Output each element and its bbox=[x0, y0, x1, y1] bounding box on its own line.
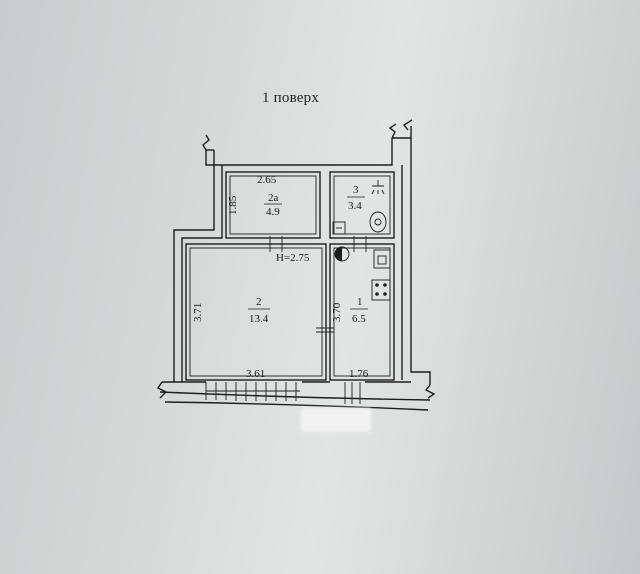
room-3-number: 3 bbox=[353, 184, 359, 196]
kitchen-sink-icon bbox=[373, 249, 391, 269]
room-1 bbox=[329, 236, 395, 381]
outer-walls bbox=[156, 119, 436, 411]
room-1-area: 6.5 bbox=[352, 313, 366, 325]
room-3-area: 3.4 bbox=[348, 200, 362, 212]
room-1-width: 1.76 bbox=[349, 368, 369, 380]
floor-title: 1 поверх bbox=[262, 90, 320, 106]
toilet-icon bbox=[369, 211, 387, 233]
room-1-depth: 3.70 bbox=[331, 302, 343, 322]
room-2-depth: 3.71 bbox=[192, 303, 204, 322]
sink-icon bbox=[332, 221, 346, 235]
room-2-number: 2 bbox=[256, 296, 262, 308]
room-2a-number: 2а bbox=[268, 192, 279, 204]
room-2a-width: 2.65 bbox=[257, 174, 277, 186]
room-2a bbox=[225, 171, 321, 239]
room-2-width: 3.61 bbox=[246, 368, 265, 380]
room-2 bbox=[185, 236, 334, 381]
stove-icon bbox=[371, 279, 391, 301]
room-2a-area: 4.9 bbox=[266, 206, 280, 218]
room-3 bbox=[329, 171, 395, 239]
room-2-area: 13.4 bbox=[249, 313, 269, 325]
room-2a-depth: 1.85 bbox=[227, 195, 239, 215]
ceiling-height: Н=2.75 bbox=[276, 252, 310, 264]
shower-icon bbox=[371, 180, 385, 195]
room-1-number: 1 bbox=[357, 296, 363, 308]
redacted-area bbox=[301, 408, 371, 432]
